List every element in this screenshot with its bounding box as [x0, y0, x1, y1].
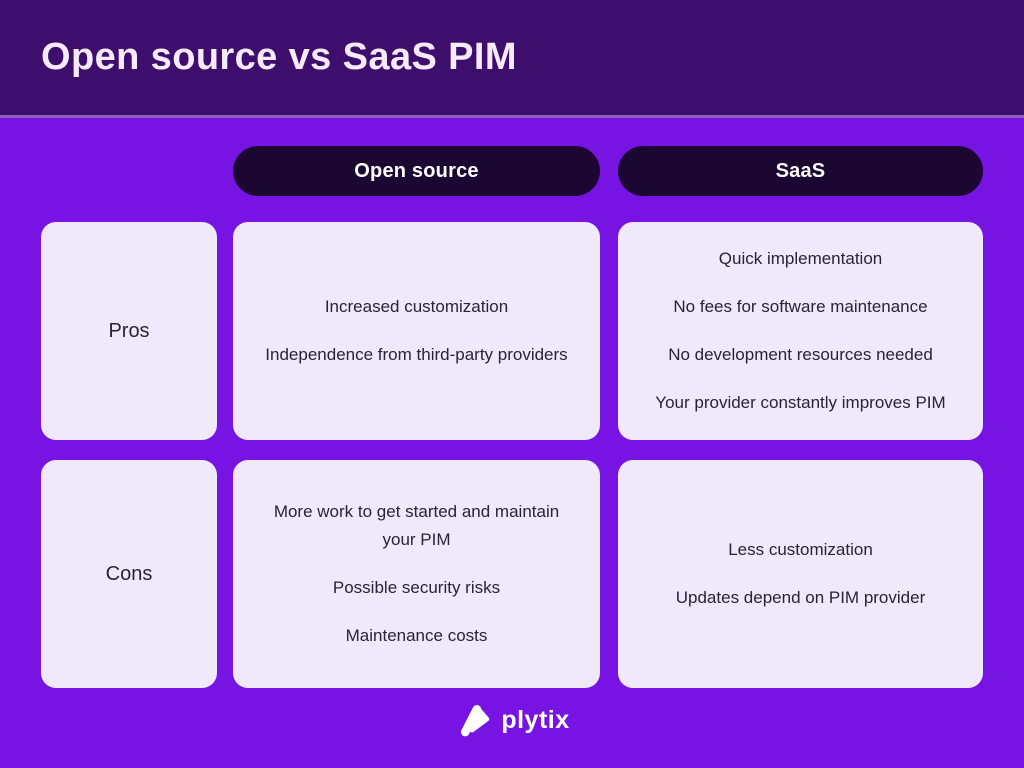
- column-header-saas: SaaS: [618, 146, 983, 196]
- pros-saas-item: Quick implementation: [718, 249, 883, 268]
- cons-saas-item: Updates depend on PIM provider: [675, 588, 926, 607]
- page-title: Open source vs SaaS PIM: [41, 36, 517, 78]
- cons-open-source-item: Maintenance costs: [345, 626, 488, 645]
- brand-logo: plytix: [0, 702, 1024, 738]
- cons-open-source-item: Possible security risks: [332, 578, 501, 597]
- pros-saas-item: Your provider constantly improves PIM: [655, 393, 946, 412]
- pros-saas-item: No fees for software maintenance: [673, 297, 928, 316]
- cell-pros-saas: Quick implementation No fees for softwar…: [618, 222, 983, 440]
- cell-pros-open-source: Increased customization Independence fro…: [233, 222, 600, 440]
- pros-open-source-item: Increased customization: [324, 297, 509, 316]
- cell-cons-saas: Less customization Updates depend on PIM…: [618, 460, 983, 688]
- cons-saas-item: Less customization: [728, 540, 873, 559]
- row-label-text: Pros: [108, 319, 150, 342]
- row-label-pros: Pros: [41, 222, 217, 440]
- pros-saas-item: No development resources needed: [668, 345, 933, 364]
- cell-cons-open-source: More work to get started and maintain yo…: [233, 460, 600, 688]
- column-header-label: Open source: [354, 159, 479, 182]
- row-label-text: Cons: [105, 562, 153, 585]
- brand-name: plytix: [501, 705, 570, 734]
- cons-open-source-item: More work to get started and maintain yo…: [273, 502, 560, 549]
- column-header-label: SaaS: [775, 159, 826, 182]
- column-header-open-source: Open source: [233, 146, 600, 196]
- header-band: Open source vs SaaS PIM: [0, 0, 1024, 118]
- pros-open-source-item: Independence from third-party providers: [265, 345, 568, 364]
- plytix-icon: [461, 705, 490, 737]
- row-label-cons: Cons: [41, 460, 217, 688]
